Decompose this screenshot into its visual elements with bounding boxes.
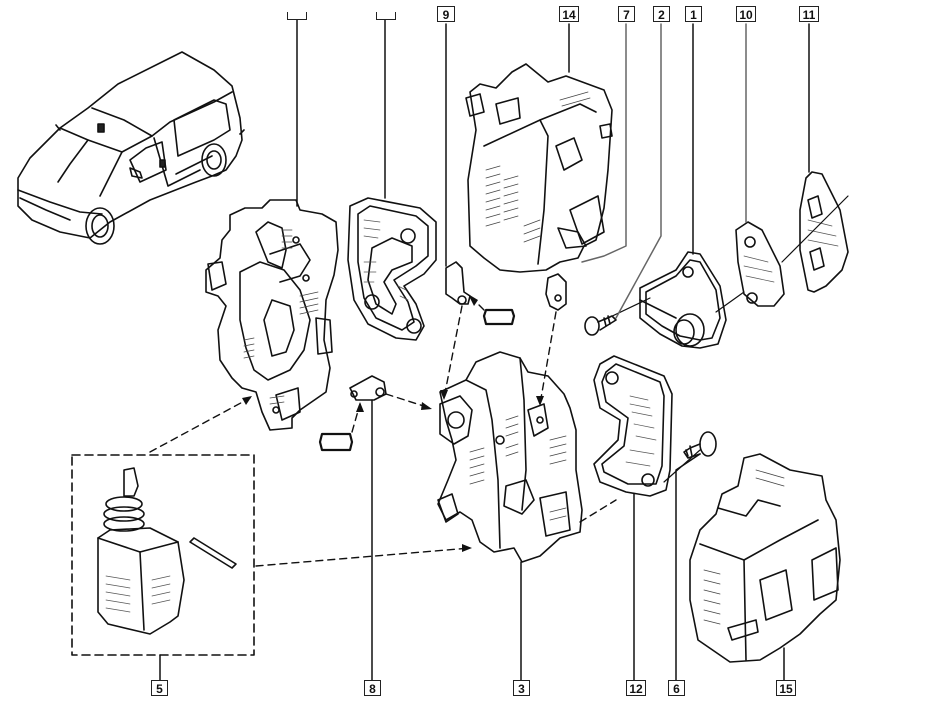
door-lock-motor-unit-upper — [465, 63, 613, 273]
door-lock-mechanism-right — [437, 351, 583, 563]
callout-cropped-gasket — [376, 12, 396, 20]
callout-15: 15 — [776, 680, 796, 696]
van-icon — [17, 51, 245, 245]
striker-housing — [639, 251, 727, 349]
lock-gasket-left — [347, 197, 437, 341]
callout-14: 14 — [559, 6, 579, 22]
callout-9: 9 — [437, 6, 455, 22]
callout-5: 5 — [151, 680, 168, 696]
striker-screw — [584, 315, 617, 336]
striker-plate — [799, 171, 849, 293]
door-lock-mechanism-left — [205, 199, 339, 431]
callout-11: 11 — [799, 6, 819, 22]
callout-8: 8 — [364, 680, 381, 696]
callout-1: 1 — [685, 6, 702, 22]
striker-shim — [735, 221, 785, 307]
callout-leader-lines — [159, 19, 810, 681]
callout-6: 6 — [668, 680, 685, 696]
callout-7: 7 — [618, 6, 635, 22]
callout-10: 10 — [736, 6, 756, 22]
callout-2: 2 — [653, 6, 670, 22]
adhesive-pad-symbol — [318, 308, 516, 452]
callout-12: 12 — [626, 680, 646, 696]
lock-clip-left — [445, 261, 471, 305]
central-locking-actuator-kit — [71, 454, 255, 656]
lock-rod-clip — [349, 375, 387, 401]
lock-gasket-right — [593, 355, 673, 497]
arrowheads — [242, 294, 544, 552]
axis-lines — [603, 195, 849, 483]
lock-clip-right — [545, 273, 567, 311]
callout-cropped-left-lock — [287, 12, 307, 20]
door-lock-motor-unit-lower — [689, 453, 841, 663]
assembly-guide-lines — [149, 295, 617, 567]
callout-3: 3 — [513, 680, 530, 696]
